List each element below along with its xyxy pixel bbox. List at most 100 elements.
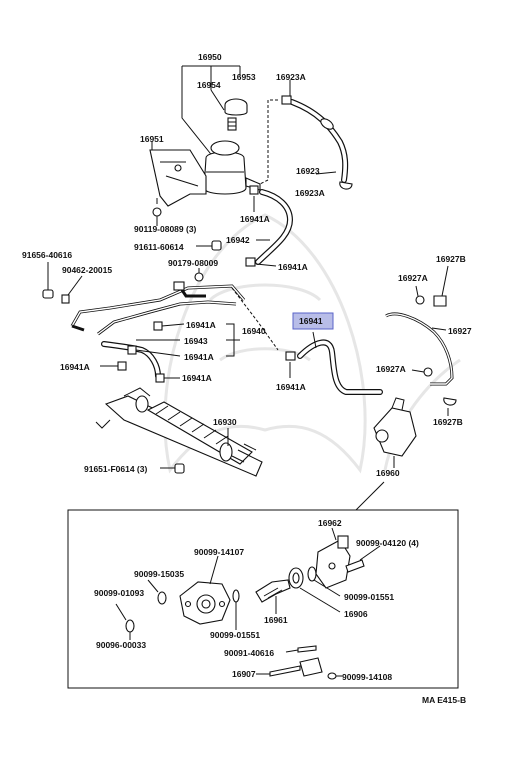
- guide-return: [259, 99, 278, 185]
- leader-90099-01093: [115, 603, 127, 621]
- label-16941A-left: 16941A: [60, 362, 90, 372]
- clamp-16941A-low[interactable]: [155, 373, 165, 383]
- bolt-90099-04120[interactable]: [345, 559, 365, 573]
- leader-90099-04120: [359, 545, 381, 561]
- union-16961[interactable]: [255, 579, 291, 603]
- bracket-bolt[interactable]: [152, 198, 162, 217]
- oring-90099-01551-left[interactable]: [232, 589, 240, 603]
- leader-90099-14107: [209, 555, 219, 585]
- label-90099-15035: 90099-15035: [134, 569, 184, 579]
- label-16923A-bottom: 16923A: [295, 188, 325, 198]
- label-16960: 16960: [376, 468, 400, 478]
- clamp-16941A-upper[interactable]: [249, 185, 259, 195]
- label-90099-01093: 90099-01093: [94, 588, 144, 598]
- label-16941-highlight[interactable]: 16941: [299, 316, 323, 326]
- leader-16927A-low: [411, 369, 425, 373]
- leader-16954: [210, 89, 225, 111]
- label-16961: 16961: [264, 615, 288, 625]
- bracket-16940: [226, 323, 240, 357]
- label-16951: 16951: [140, 134, 164, 144]
- clamp-16927B-low[interactable]: [443, 397, 457, 406]
- label-90119: 90119-08089 (3): [134, 224, 197, 234]
- bolt-16927A-low[interactable]: [423, 367, 433, 377]
- leader-16941A-mid2: [135, 349, 181, 357]
- clamp-16923A-top[interactable]: [281, 95, 292, 105]
- clamp-16941A-right[interactable]: [245, 257, 256, 267]
- leader-90462: [67, 275, 83, 296]
- ring-90099-14108[interactable]: [327, 672, 337, 680]
- label-16927A-top: 16927A: [398, 273, 428, 283]
- highlighted-part-16941[interactable]: 16941: [292, 312, 334, 330]
- label-16943: 16943: [184, 336, 208, 346]
- label-90099-01551-left: 90099-01551: [210, 630, 260, 640]
- clamp-16927B-top[interactable]: [433, 295, 447, 307]
- tube-assembly-16940[interactable]: [70, 281, 246, 336]
- clamp-16923A-bottom[interactable]: [339, 181, 353, 190]
- clamp-16941A-left[interactable]: [117, 361, 127, 371]
- leader-90091: [285, 649, 299, 653]
- leader-16941-hl: [312, 331, 317, 349]
- cover-16962[interactable]: [315, 535, 351, 589]
- label-16940: 16940: [242, 326, 266, 336]
- label-91611: 91611-60614: [134, 242, 184, 252]
- reservoir-cap[interactable]: [224, 98, 248, 116]
- ring-90099-15035[interactable]: [157, 591, 167, 605]
- ring-90099-01093[interactable]: [125, 619, 135, 633]
- clamp-16941A-hose[interactable]: [285, 351, 296, 361]
- label-90179: 90179-08009: [168, 258, 218, 268]
- label-90091: 90091-40616: [224, 648, 274, 658]
- bolt-16927A-top[interactable]: [415, 295, 425, 305]
- leader-16927B-top: [441, 265, 449, 297]
- bolt-91656[interactable]: [42, 289, 54, 299]
- reservoir-tank[interactable]: [203, 140, 261, 195]
- clip-90462[interactable]: [61, 294, 70, 304]
- guide-16941: [231, 287, 279, 351]
- label-16927B-top: 16927B: [436, 254, 466, 264]
- return-tube-16927[interactable]: [385, 312, 454, 386]
- leader-16927A-top: [415, 285, 419, 297]
- label-16950: 16950: [198, 52, 222, 62]
- reservoir-filter[interactable]: [227, 117, 237, 131]
- bolt-90179[interactable]: [194, 272, 204, 282]
- hose-16942[interactable]: [255, 189, 294, 265]
- clamp-16941A-mid1[interactable]: [153, 321, 163, 331]
- nut-91611[interactable]: [211, 240, 222, 251]
- reservoir-group: [149, 65, 261, 226]
- leader-16941A-right: [255, 263, 277, 267]
- label-16927: 16927: [448, 326, 472, 336]
- reservoir-bracket[interactable]: [149, 149, 207, 207]
- pump-body[interactable]: [179, 581, 231, 625]
- label-16906: 16906: [344, 609, 368, 619]
- pointer-to-detail: [355, 481, 385, 511]
- leader-16941A-mid1: [161, 323, 185, 327]
- label-16953: 16953: [232, 72, 256, 82]
- steering-gear-16930[interactable]: [95, 387, 263, 477]
- label-90099-14108: 90099-14108: [342, 672, 392, 682]
- label-16927B-low: 16927B: [433, 417, 463, 427]
- label-16941A-mid1: 16941A: [186, 320, 216, 330]
- stud-16907[interactable]: [269, 657, 323, 677]
- part-labels: 16950 16954 16953 16923A 16951 16923 169…: [22, 52, 472, 705]
- label-16941A-low: 16941A: [182, 373, 212, 383]
- label-16941A-upper: 16941A: [240, 214, 270, 224]
- label-16907: 16907: [232, 669, 256, 679]
- diagram-code: MA E415-B: [422, 695, 466, 705]
- clamp-16941A-mid2[interactable]: [127, 345, 137, 355]
- label-90096: 90096-00033: [96, 640, 146, 650]
- hose-16941[interactable]: [297, 339, 383, 395]
- label-90099-04120: 90099-04120 (4): [356, 538, 419, 548]
- plate-16906[interactable]: [288, 567, 304, 589]
- ring-16906[interactable]: [307, 566, 317, 582]
- return-hose-16923[interactable]: [289, 99, 349, 183]
- pin-90091[interactable]: [297, 645, 317, 653]
- label-90462: 90462-20015: [62, 265, 112, 275]
- leader-90099-15035: [147, 579, 159, 593]
- label-16962: 16962: [318, 518, 342, 528]
- label-16941A-hose: 16941A: [276, 382, 306, 392]
- hose-16943[interactable]: [101, 341, 161, 379]
- leader-16950: [181, 65, 241, 159]
- leader-16962: [331, 527, 337, 541]
- leader-16923: [315, 171, 337, 175]
- vane-pump-16960[interactable]: [373, 397, 417, 457]
- nut-91651[interactable]: [174, 463, 185, 474]
